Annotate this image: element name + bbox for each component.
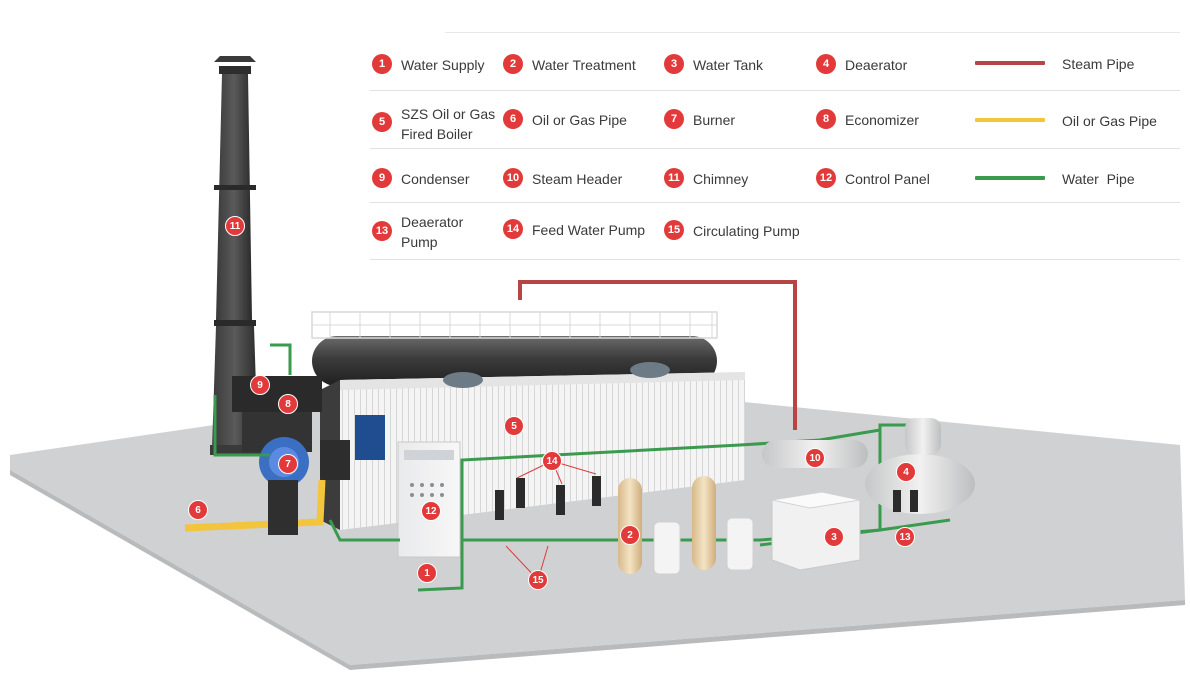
legend-badge: 2 (503, 54, 523, 74)
legend-label: Feed Water Pump (532, 222, 646, 238)
marker-deaerator: 4 (896, 462, 916, 482)
deaerator-pumps (893, 490, 918, 512)
oil-gas-pipe (184, 479, 326, 532)
marker-steam-header: 10 (805, 448, 825, 468)
marker-condenser: 9 (250, 375, 270, 395)
legend-label: Control Panel (845, 171, 930, 187)
legend-badge: 11 (664, 168, 684, 188)
legend-item-deaerator: 4 Deaerator (816, 54, 908, 75)
legend-label: Water Supply (401, 57, 485, 73)
water-treatment-tanks (618, 476, 754, 575)
legend-item-economizer: 8 Economizer (816, 109, 919, 130)
legend-label: Circulating Pump (693, 223, 800, 239)
legend-label: SZS Oil or Gas Fired Boiler (401, 106, 496, 142)
control-panel (397, 441, 461, 558)
legend-badge: 1 (372, 54, 392, 74)
marker-oil-gas-pipe: 6 (188, 500, 208, 520)
legend-label: Deaerator (845, 57, 908, 73)
marker-feed-water-pump: 14 (542, 451, 562, 471)
legend-badge: 9 (372, 168, 392, 188)
legend-item-water-treatment: 2 Water Treatment (503, 54, 636, 75)
marker-boiler: 5 (504, 416, 524, 436)
legend-label: Chimney (693, 171, 749, 187)
legend-badge: 15 (664, 220, 684, 240)
legend-badge: 5 (372, 112, 392, 132)
legend-label: Oil or Gas Pipe (532, 112, 627, 128)
boiler-drum (311, 311, 718, 386)
legend-label: Steam Header (532, 171, 623, 187)
legend-item-circulating-pump: 15 Circulating Pump (664, 220, 800, 241)
legend-item-condenser: 9 Condenser (372, 168, 470, 189)
water-pipe-label: Water Pipe (1062, 171, 1135, 187)
legend-top-rule (445, 32, 1180, 33)
legend-item-chimney: 11 Chimney (664, 168, 749, 189)
legend-label: Water Treatment (532, 57, 636, 73)
marker-deaerator-pump: 13 (895, 527, 915, 547)
legend-divider (370, 148, 1180, 149)
marker-burner: 7 (278, 454, 298, 474)
water-pipe-swatch (975, 176, 1045, 180)
marker-control-panel: 12 (421, 501, 441, 521)
legend-label: Economizer (845, 112, 919, 128)
marker-water-supply: 1 (417, 563, 437, 583)
legend-item-water-supply: 1 Water Supply (372, 54, 485, 75)
condenser-economizer (232, 376, 322, 452)
legend-divider (370, 90, 1180, 91)
legend-badge: 14 (503, 219, 523, 239)
marker-water-treatment: 2 (620, 525, 640, 545)
legend-badge: 7 (664, 109, 684, 129)
oil-pipe-swatch (975, 118, 1045, 122)
legend-label: Burner (693, 112, 736, 128)
steam-pipe-swatch (975, 61, 1045, 65)
deaerator-tank (865, 418, 975, 514)
legend-item-steam-header: 10 Steam Header (503, 168, 623, 189)
legend-item-feed-water-pump: 14 Feed Water Pump (503, 219, 646, 240)
legend-badge: 3 (664, 54, 684, 74)
legend-item-control-panel: 12 Control Panel (816, 168, 930, 189)
legend-divider (370, 202, 1180, 203)
legend-badge: 13 (372, 221, 392, 241)
marker-circulating-pump: 15 (528, 570, 548, 590)
legend-bottom-rule (370, 259, 1180, 260)
legend-badge: 12 (816, 168, 836, 188)
legend-label: Deaerator Pump (401, 214, 464, 250)
oil-pipe-label: Oil or Gas Pipe (1062, 113, 1157, 129)
legend-item-burner: 7 Burner (664, 109, 736, 130)
legend-label: Condenser (401, 171, 470, 187)
legend-item-boiler: 5 SZS Oil or Gas Fired Boiler (372, 104, 495, 144)
steam-pipe (518, 280, 797, 430)
legend-item-oil-gas-pipe: 6 Oil or Gas Pipe (503, 109, 627, 130)
marker-chimney: 11 (225, 216, 245, 236)
water-tank-box (771, 491, 861, 571)
marker-economizer: 8 (278, 394, 298, 414)
legend-badge: 8 (816, 109, 836, 129)
legend-item-water-tank: 3 Water Tank (664, 54, 764, 75)
legend-label: Water Tank (693, 57, 764, 73)
feed-water-pumps (495, 476, 601, 520)
legend-badge: 10 (503, 168, 523, 188)
legend-badge: 4 (816, 54, 836, 74)
marker-water-tank: 3 (824, 527, 844, 547)
legend-badge: 6 (503, 109, 523, 129)
steam-pipe-label: Steam Pipe (1062, 56, 1135, 72)
legend-item-deaerator-pump: 13 Deaerator Pump (372, 212, 463, 252)
